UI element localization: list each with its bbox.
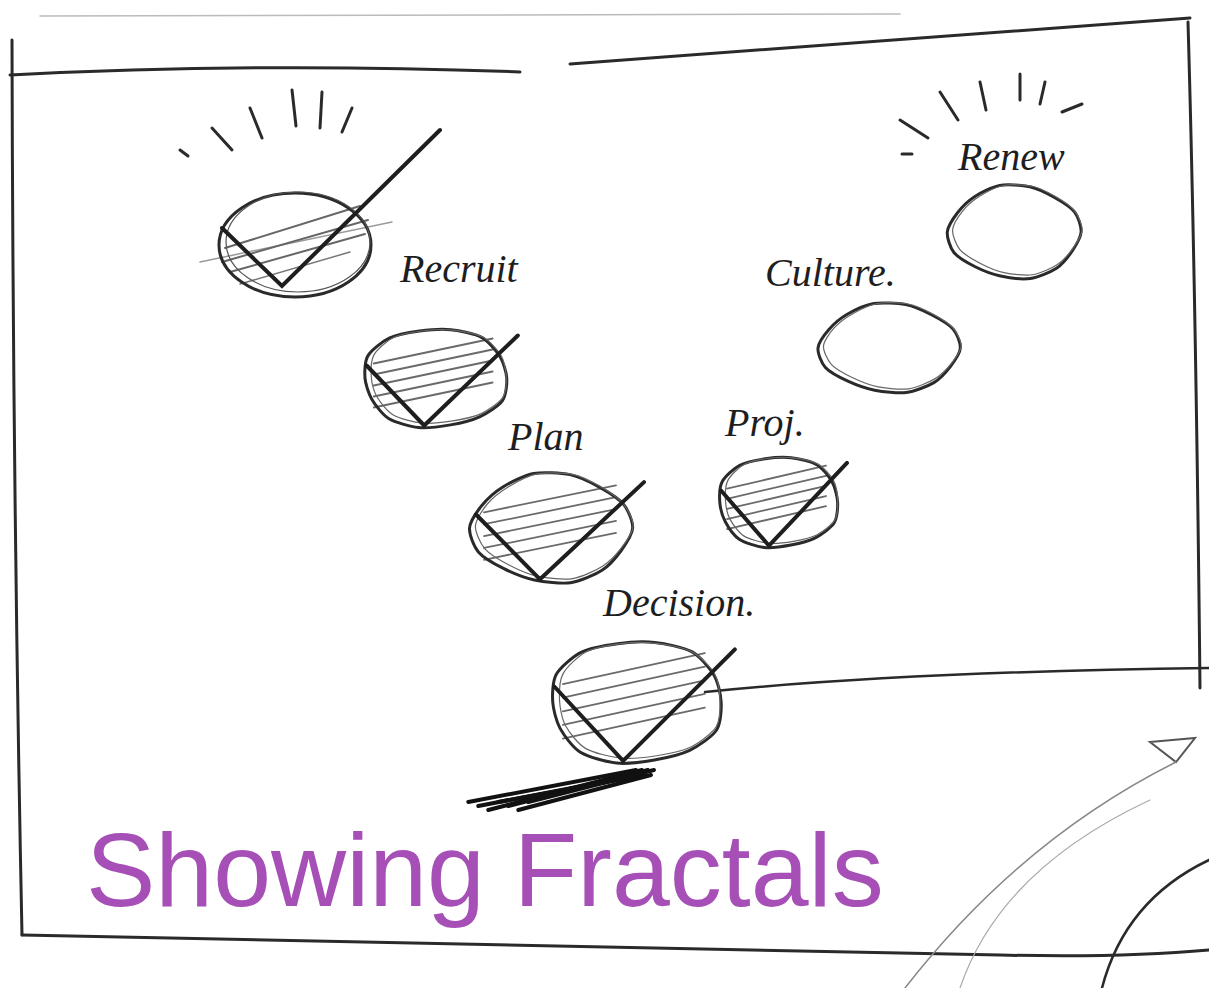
check-mark bbox=[721, 463, 847, 546]
node-label: Culture. bbox=[765, 252, 980, 294]
node-circle bbox=[818, 303, 960, 393]
sketch-node: Decision. bbox=[530, 582, 755, 834]
hatch-stroke bbox=[563, 680, 705, 711]
caption: Showing Fractals bbox=[86, 818, 884, 922]
check-mark bbox=[476, 482, 644, 579]
node-label: Recruit bbox=[400, 248, 527, 290]
hatch-stroke bbox=[727, 466, 826, 489]
node-circle-sketch bbox=[559, 643, 720, 759]
check-mark bbox=[554, 649, 735, 761]
hatch-stroke bbox=[563, 708, 705, 739]
hatch-stroke bbox=[727, 506, 826, 529]
sketch-node: Plan bbox=[452, 416, 652, 597]
node-label: Proj. bbox=[725, 402, 858, 444]
node-label: Renew bbox=[958, 136, 1101, 178]
hatch-stroke bbox=[484, 509, 616, 536]
node-label: Plan bbox=[508, 416, 652, 458]
node-circle bbox=[947, 185, 1081, 279]
hatch-stroke bbox=[374, 361, 493, 386]
node-circle-sketch bbox=[823, 303, 961, 389]
sketch-node: Proj. bbox=[698, 402, 858, 563]
sunburst bbox=[180, 74, 1082, 156]
sketch-node: Renew bbox=[929, 136, 1101, 293]
scribble-stroke bbox=[528, 770, 654, 802]
frame-lines bbox=[10, 14, 1209, 988]
hatch-stroke bbox=[374, 339, 493, 364]
hatch-stroke bbox=[484, 533, 616, 560]
hatch-stroke bbox=[374, 350, 493, 375]
hatch-stroke bbox=[374, 383, 493, 408]
node-label: Decision. bbox=[603, 582, 755, 624]
sketch-node: Culture. bbox=[765, 252, 980, 407]
hatch-stroke bbox=[727, 476, 826, 499]
scribble-stroke bbox=[518, 775, 651, 810]
node-circle-sketch bbox=[475, 473, 633, 579]
check-mark bbox=[367, 336, 518, 426]
hatch-stroke bbox=[563, 667, 705, 698]
hatch-stroke bbox=[727, 486, 826, 509]
hatch-stroke bbox=[484, 497, 616, 524]
sketch-node: Recruit bbox=[343, 248, 527, 443]
node-circle-sketch bbox=[953, 185, 1083, 275]
hatch-stroke bbox=[563, 653, 705, 684]
